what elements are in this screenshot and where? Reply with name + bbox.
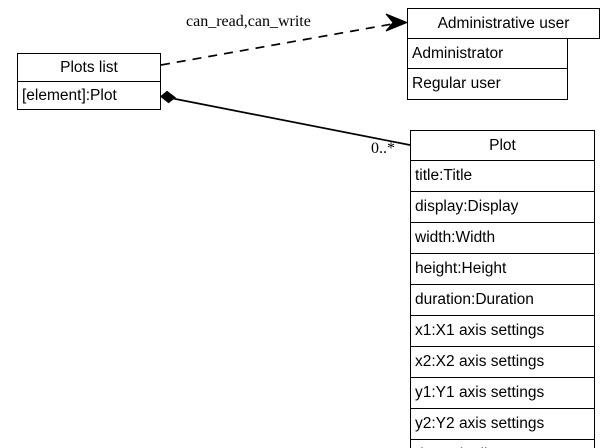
composition-multiplicity-label: 0..* bbox=[371, 140, 395, 157]
class-attribute: x2:X2 axis settings bbox=[410, 347, 595, 378]
class-name-plot: Plot bbox=[410, 130, 595, 161]
class-box-plots-list[interactable]: Plots list [element]:Plot bbox=[17, 53, 161, 110]
dependency-edge-label: can_read,can_write bbox=[186, 13, 311, 30]
class-box-administrative-user[interactable]: Administrative user Administrator Regula… bbox=[407, 8, 600, 100]
class-attribute: height:Height bbox=[410, 254, 595, 285]
class-attribute: width:Width bbox=[410, 223, 595, 254]
class-attribute: Administrator bbox=[407, 38, 568, 69]
composition-solid-line bbox=[172, 97, 411, 146]
class-attribute: data:Plot lines bbox=[410, 440, 595, 448]
class-box-plot[interactable]: Plot title:Title display:Display width:W… bbox=[410, 130, 595, 448]
class-attribute: [element]:Plot bbox=[17, 81, 161, 110]
class-attribute: x1:X1 axis settings bbox=[410, 316, 595, 347]
class-attribute: Regular user bbox=[407, 69, 568, 100]
class-attribute: duration:Duration bbox=[410, 285, 595, 316]
filled-diamond-icon bbox=[160, 90, 176, 104]
class-attribute: y2:Y2 axis settings bbox=[410, 409, 595, 440]
composition-edge bbox=[160, 90, 411, 146]
class-attribute: title:Title bbox=[410, 161, 595, 192]
class-name-administrative-user: Administrative user bbox=[407, 8, 600, 39]
open-arrowhead-icon bbox=[385, 13, 409, 32]
class-name-plots-list: Plots list bbox=[17, 53, 161, 82]
class-attribute: display:Display bbox=[410, 192, 595, 223]
class-attribute: y1:Y1 axis settings bbox=[410, 378, 595, 409]
